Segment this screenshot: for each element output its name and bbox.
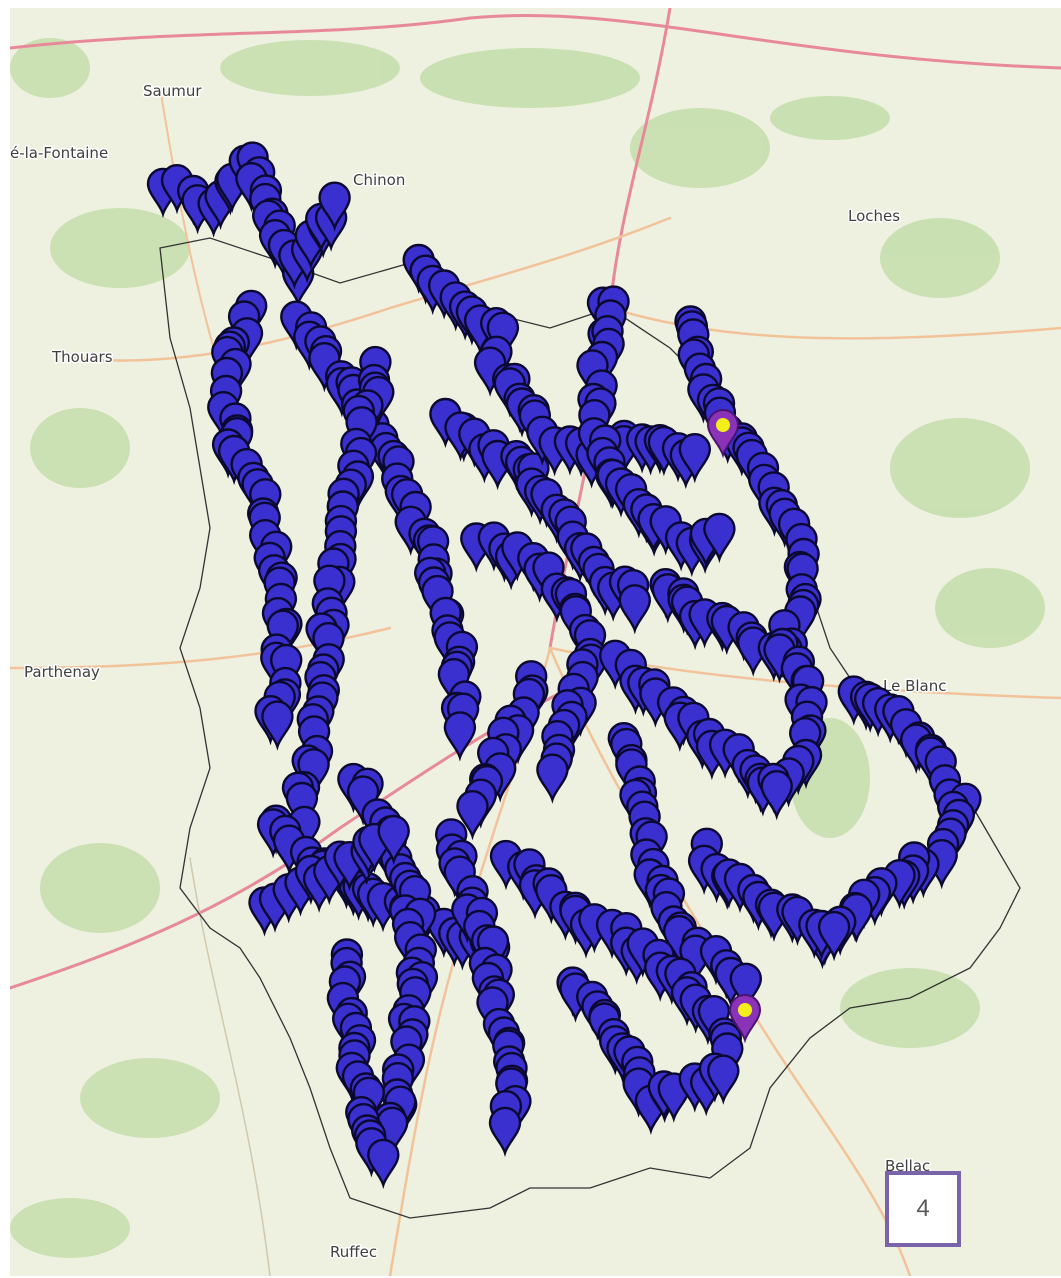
forest-areas bbox=[10, 38, 1045, 1258]
town-label-parthenay: Parthenay bbox=[24, 663, 100, 681]
town-label-thouars: Thouars bbox=[51, 348, 113, 366]
department-boundary bbox=[159, 237, 1021, 1219]
page-number: 4 bbox=[916, 1195, 930, 1222]
page-number-box: 4 bbox=[885, 1171, 961, 1247]
highlighted-markers[interactable] bbox=[706, 409, 762, 1044]
town-label-ruffec: Ruffec bbox=[330, 1243, 377, 1261]
town-label-loches: Loches bbox=[848, 207, 900, 225]
highlight-marker-pin[interactable] bbox=[728, 994, 762, 1044]
town-label-le-blanc: Le Blanc bbox=[883, 677, 947, 695]
town-label-montreuil: é-la-Fontaine bbox=[10, 144, 108, 162]
town-label-chinon: Chinon bbox=[353, 171, 405, 189]
highlight-dot-icon bbox=[716, 418, 730, 432]
highlight-marker-pin[interactable] bbox=[706, 409, 740, 459]
map-canvas[interactable]: Saumur é-la-Fontaine Chinon Loches Thoua… bbox=[10, 8, 1061, 1276]
map-view[interactable]: Saumur é-la-Fontaine Chinon Loches Thoua… bbox=[10, 8, 1061, 1276]
town-labels: Saumur é-la-Fontaine Chinon Loches Thoua… bbox=[10, 81, 948, 1263]
highlight-dot-icon bbox=[738, 1003, 752, 1017]
town-label-saumur: Saumur bbox=[143, 82, 202, 100]
